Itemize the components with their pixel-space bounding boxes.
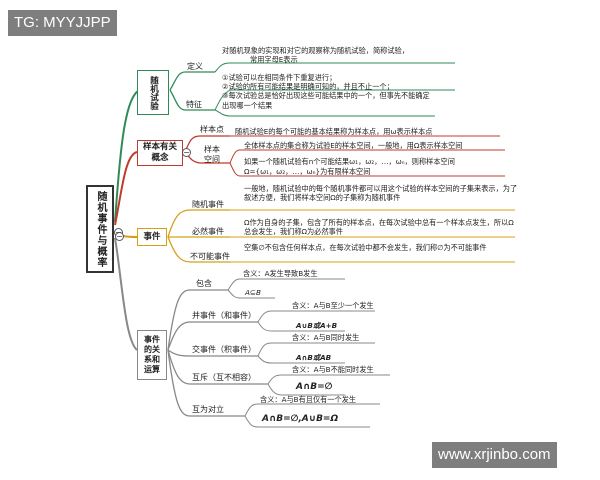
- root-node: 随机事件与概率: [86, 185, 114, 273]
- label-features: 特征: [186, 100, 202, 109]
- watermark-bottom: www.xrjinbo.com: [432, 442, 557, 468]
- certain-event-text: Ω作为自身的子集，包含了所有的样本点，在每次试验中总有一个样本点发生，所以Ω总会…: [244, 218, 514, 236]
- label-definition: 定义: [187, 62, 203, 71]
- label-mutually-exclusive: 互斥（互不相容）: [192, 373, 256, 382]
- complementary-formula: A∩B=∅,A∪B=Ω: [262, 414, 339, 424]
- label-impossible-event: 不可能事件: [190, 252, 230, 261]
- inclusion-meaning: 含义：A发生导致B发生: [243, 269, 318, 278]
- impossible-event-text: 空集∅不包含任何样本点，在每次试验中都不会发生，我们称∅为不可能事件: [244, 243, 487, 252]
- label-complementary: 互为对立: [192, 405, 224, 414]
- intersection-meaning: 含义：A与B同时发生: [292, 333, 360, 342]
- label-certain-event: 必然事件: [192, 227, 224, 236]
- random-event-text: 一般地，随机试验中的每个随机事件都可以用这个试验的样本空间的子集来表示，为了叙述…: [244, 184, 518, 202]
- definition-line-2: 常用字母E表示: [250, 55, 298, 64]
- label-inclusion: 包含: [196, 279, 212, 288]
- sample-space-text-1: 全体样本点的集合称为试验E的样本空间，一般地，用Ω表示样本空间: [244, 141, 463, 150]
- node-relations: 事件的关系和运算: [137, 330, 167, 380]
- sample-space-text-2: 如果一个随机试验有n个可能结果ω₁，ω₂，…，ωₙ，则称样本空间: [244, 157, 455, 166]
- label-intersection: 交事件（积事件）: [192, 345, 256, 354]
- feature-4: 出现哪一个结果: [222, 101, 273, 110]
- feature-2: ②试验的所有可能结果是明确可知的，并且不止一个；: [222, 82, 394, 91]
- label-sample-space: 样本空间: [204, 145, 220, 164]
- label-union: 并事件（和事件）: [192, 311, 256, 320]
- sample-point-text: 随机试验E的每个可能的基本结果称为样本点，用ω表示样本点: [235, 127, 433, 136]
- exclusive-formula: A∩B=∅: [296, 382, 333, 392]
- feature-1: ①试验可以在相同条件下重复进行；: [222, 73, 337, 82]
- sample-space-text-3: Ω={ω₁，ω₂，…，ωₙ}为有限样本空间: [244, 167, 371, 176]
- events-collapse-icon[interactable]: −: [115, 232, 124, 241]
- watermark-top: TG: MYYJJPP: [8, 10, 117, 36]
- label-sample-point: 样本点: [200, 125, 224, 134]
- feature-3: ③每次试验总是恰好出现这些可能结果中的一个，但事先不能确定: [222, 91, 430, 100]
- intersection-formula: A∩B或AB: [296, 353, 332, 362]
- definition-line-1: 对随机现象的实现和对它的观察称为随机试验，简称试验，: [222, 46, 409, 55]
- node-events: 事件: [137, 228, 167, 246]
- union-formula: A∪B或A+B: [296, 321, 338, 330]
- node-random-experiment: 随机试验: [137, 70, 169, 115]
- node-sample-concepts: 样本有关概念: [137, 140, 183, 166]
- union-meaning: 含义：A与B至少一个发生: [292, 301, 374, 310]
- inclusion-formula: A⊆B: [245, 288, 261, 297]
- complementary-meaning: 含义：A与B有且仅有一个发生: [260, 395, 357, 404]
- sample-collapse-icon[interactable]: −: [182, 148, 191, 157]
- label-random-event: 随机事件: [192, 200, 224, 209]
- exclusive-meaning: 含义：A与B不能同时发生: [292, 365, 374, 374]
